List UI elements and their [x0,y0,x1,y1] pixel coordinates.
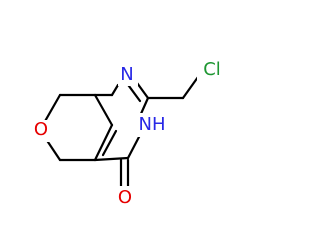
bond-c4a-c8a [93,123,114,162]
bond-c8a-n1b [110,83,120,97]
atom-n3h: NH [139,114,166,135]
bond-n3-c4 [126,133,142,160]
atom-chlorine: Cl [203,59,221,80]
bond-c4-c4a [93,156,130,162]
bond-c4a-c8a-double [101,129,118,157]
bond-c7-c8a [93,93,114,127]
atom-carbonyl-oxygen: O [118,187,132,208]
structure-canvas: N NH O O Cl [33,59,221,208]
atom-n1: N [120,64,133,85]
atom-labels: N NH O O Cl [33,59,221,208]
atom-ring-oxygen: O [34,119,48,140]
